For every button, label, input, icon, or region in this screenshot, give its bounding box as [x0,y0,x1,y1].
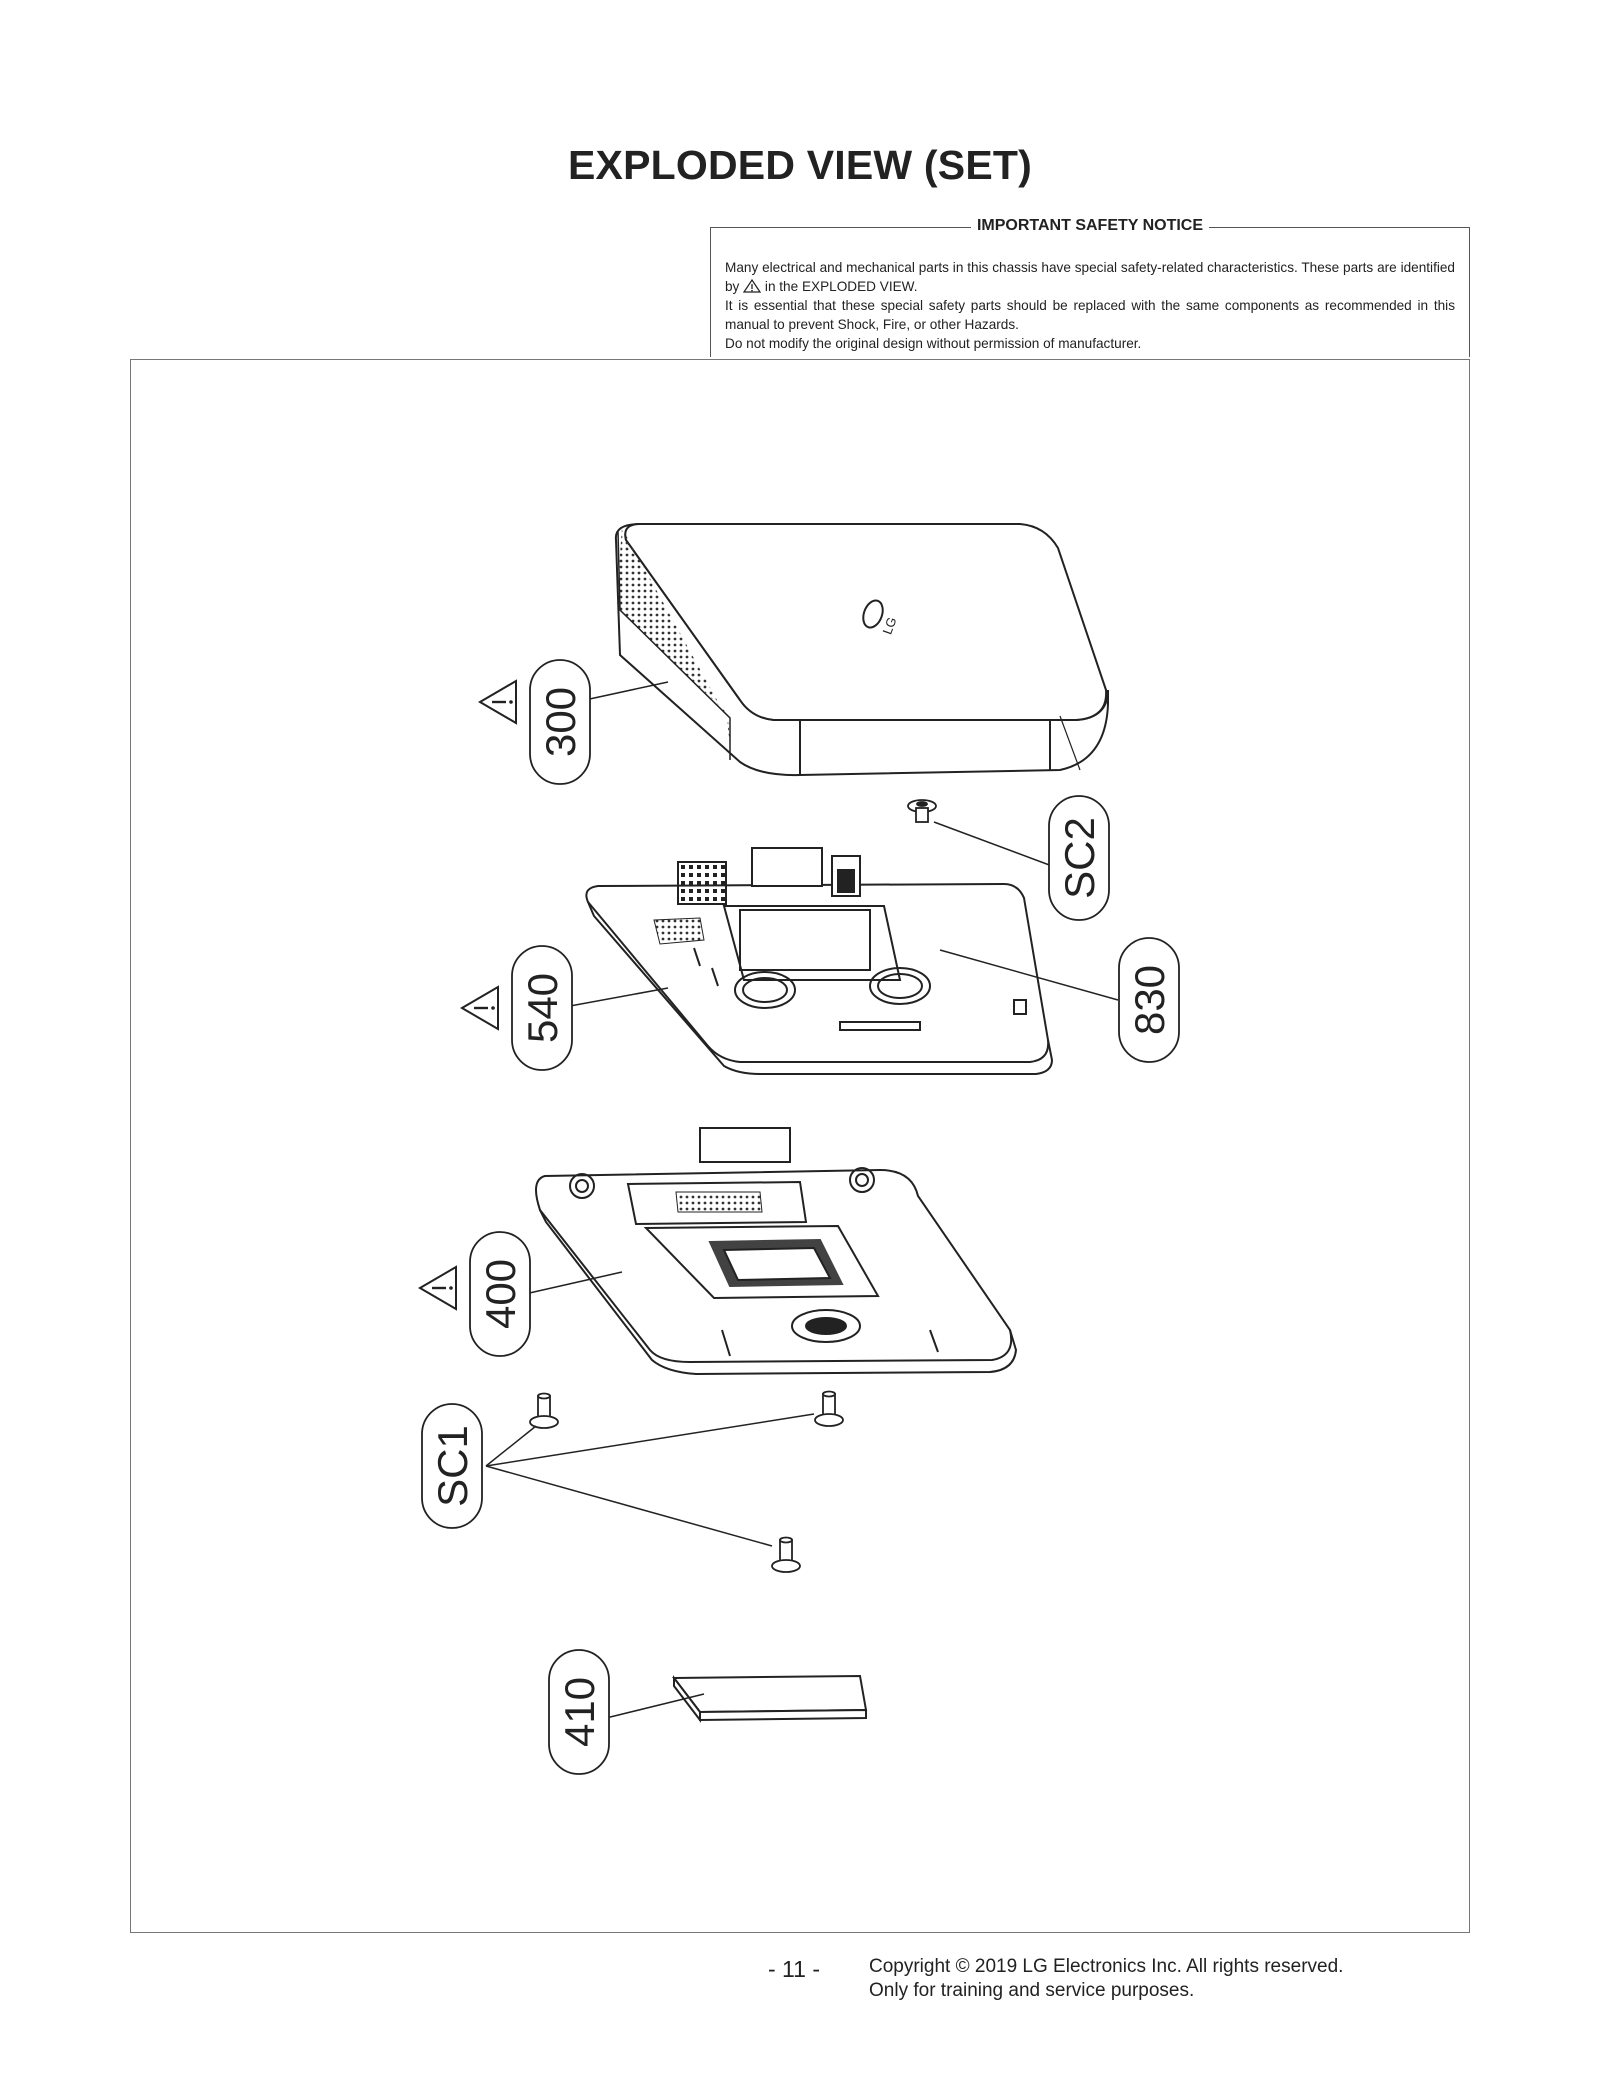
part-410-pad [671,1674,868,1723]
page-title: EXPLODED VIEW (SET) [568,142,1032,188]
warning-triangle-icon [743,279,762,293]
svg-text:540: 540 [519,973,566,1043]
notice-line-1: Many electrical and mechanical parts in … [725,260,1455,294]
warning-triangle-icon [460,985,500,1031]
callout-400: 400 [469,1231,531,1357]
svg-text:410: 410 [556,1677,603,1747]
callout-sc1: SC1 [421,1403,483,1529]
svg-text:LG: LG [879,615,899,636]
lg-logo: LG [862,599,900,636]
part-540-main-board [585,847,1054,1075]
warning-triangle-icon [478,679,518,725]
callout-830: 830 [1118,937,1180,1063]
notice-line-2: It is essential that these special safet… [725,298,1455,332]
svg-text:830: 830 [1126,965,1173,1035]
copyright-notice: Copyright © 2019 LG Electronics Inc. All… [869,1956,1344,2001]
svg-text:SC2: SC2 [1056,817,1103,899]
callout-410: 410 [548,1649,610,1775]
callout-300: 300 [529,659,591,785]
safety-notice-box: IMPORTANT SAFETY NOTICE Many electrical … [710,217,1470,357]
callout-sc2: SC2 [1048,795,1110,921]
part-sc1-screws [529,1390,844,1573]
svg-text:300: 300 [537,687,584,757]
drawing-frame [130,359,1470,1933]
part-sc2-screw [907,799,937,823]
safety-notice-heading: IMPORTANT SAFETY NOTICE [711,217,1469,235]
leader-lines [485,681,1119,1721]
part-300-top-cover [614,523,1109,777]
warning-triangle-icon [418,1265,458,1311]
part-400-bottom-chassis [535,1127,1018,1376]
notice-line-3: Do not modify the original design withou… [725,336,1142,351]
page-number: - 11 - [768,1956,820,1982]
svg-text:400: 400 [477,1259,524,1329]
svg-text:SC1: SC1 [429,1425,476,1507]
safety-notice-body: Many electrical and mechanical parts in … [725,258,1455,353]
callout-540: 540 [511,945,573,1071]
